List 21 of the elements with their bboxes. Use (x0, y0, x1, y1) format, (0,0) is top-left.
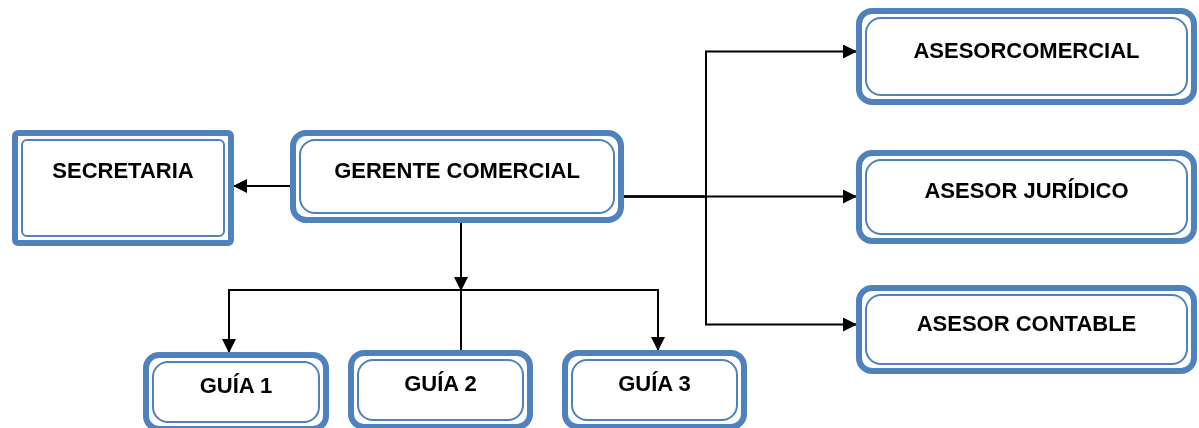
arrow (233, 179, 291, 193)
org-box (348, 350, 533, 428)
org-box (856, 8, 1197, 105)
arrow (222, 289, 462, 353)
org-box (562, 350, 747, 428)
org-box (290, 130, 624, 223)
box-label: SECRETARIA (52, 157, 194, 185)
box-label: GUÍA 3 (618, 370, 691, 398)
box-label: ASESORCOMERCIAL (913, 36, 1140, 65)
org-box (856, 285, 1197, 374)
box-label: ASESOR JURÍDICO (924, 177, 1129, 205)
box-label: GUÍA 1 (199, 372, 273, 400)
arrow (460, 289, 665, 351)
box-label: ASESOR CONTABLE (916, 309, 1137, 338)
box-label: GUÍA 2 (404, 370, 477, 398)
org-box (143, 352, 329, 428)
arrow (454, 222, 468, 291)
arrow (623, 195, 857, 332)
box-label: GERENTE COMERCIAL (334, 156, 580, 185)
org-box (12, 130, 234, 246)
org-box (856, 150, 1197, 244)
